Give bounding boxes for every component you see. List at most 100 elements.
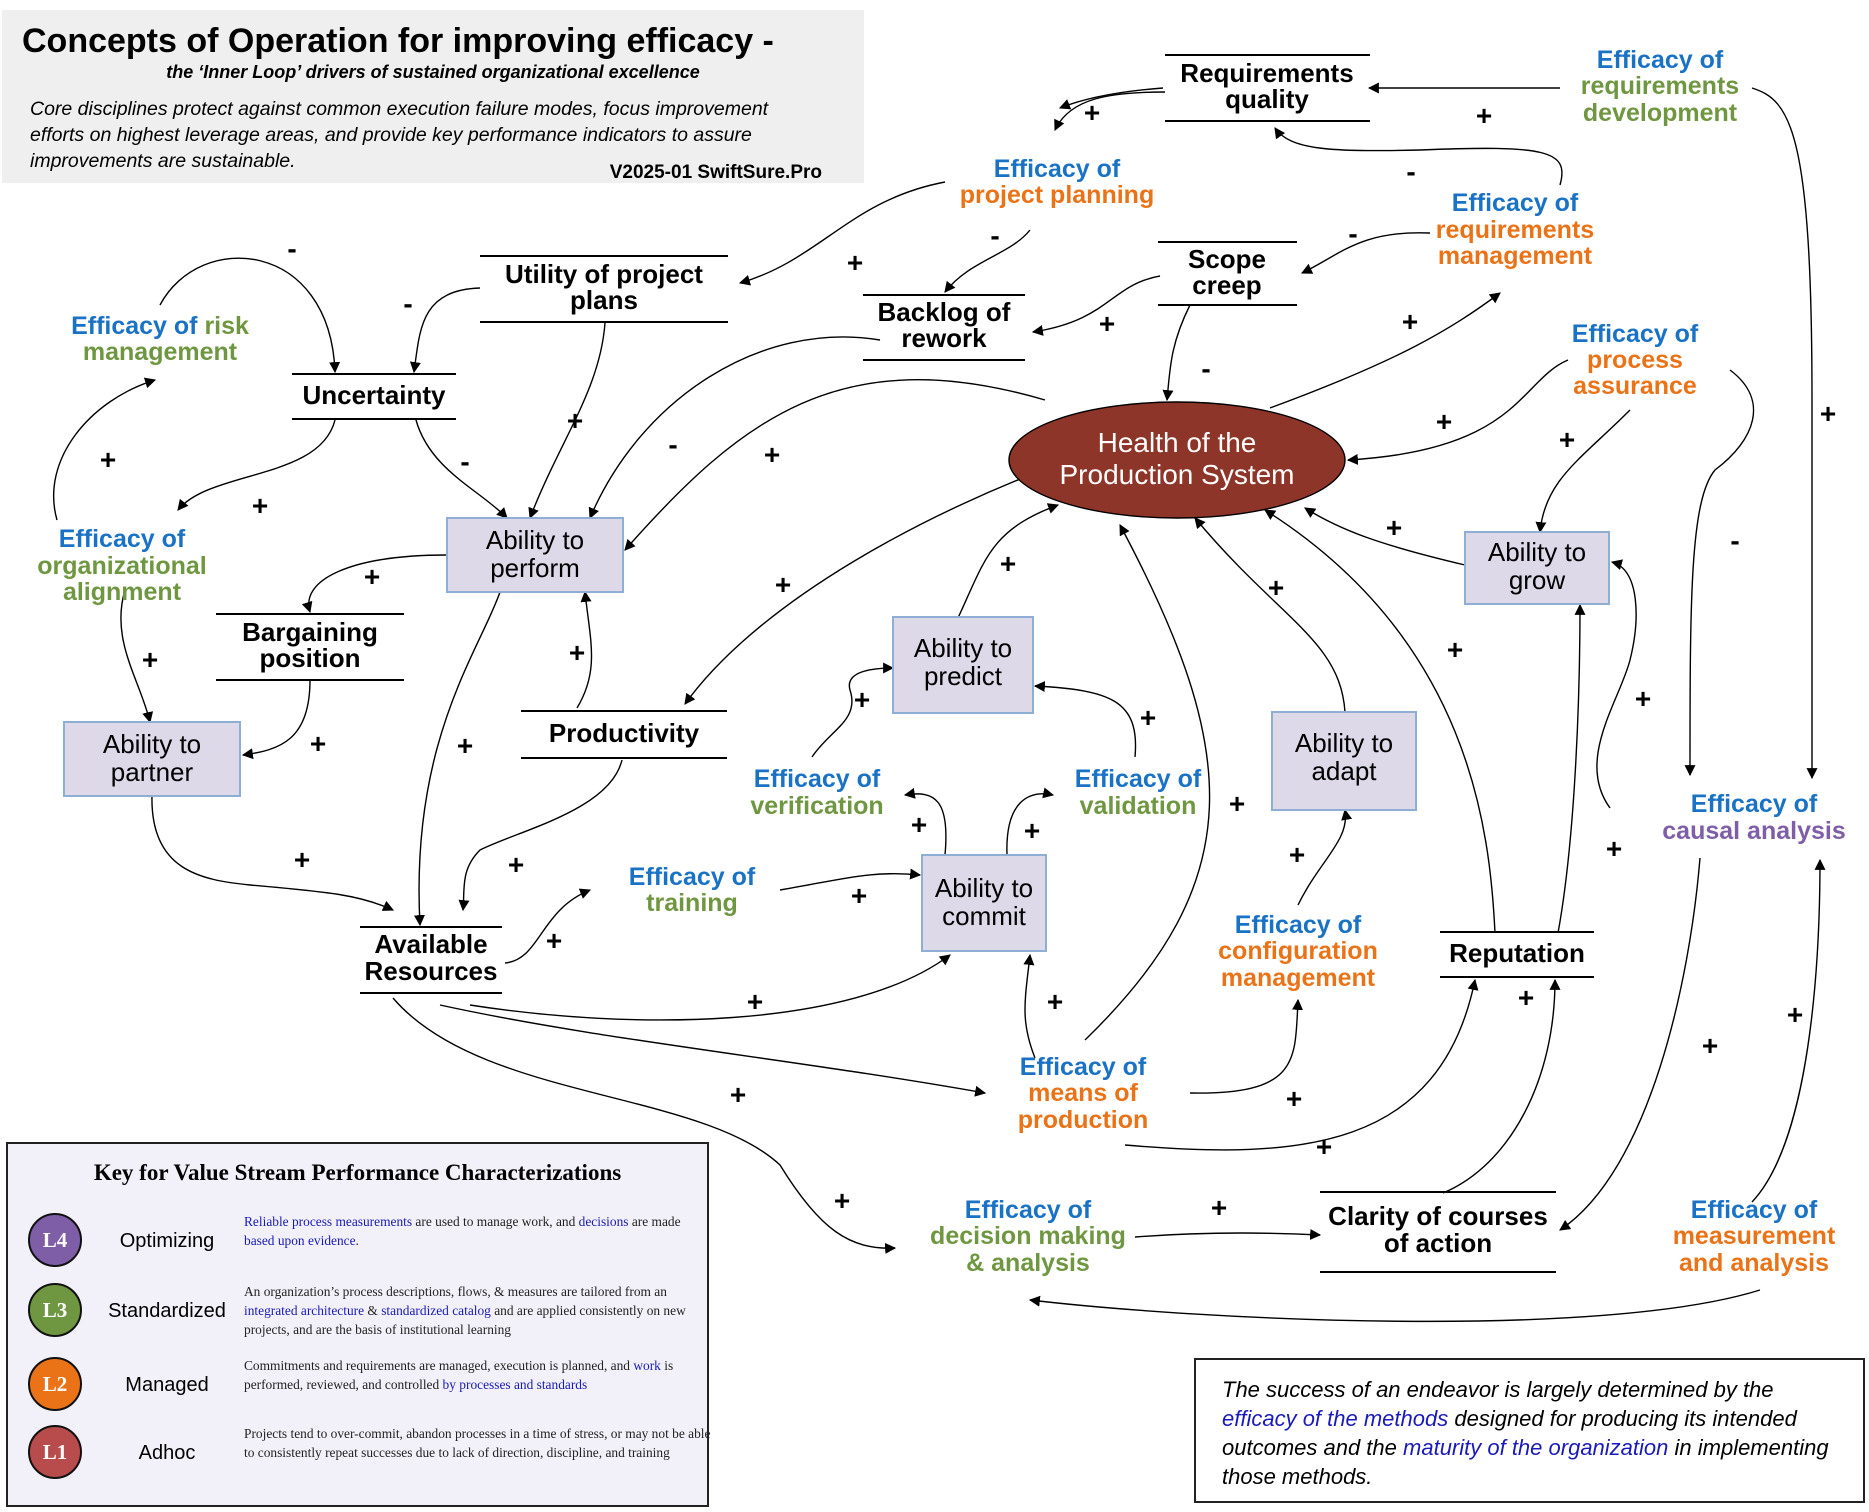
link-reputation-to-grow — [1557, 603, 1586, 934]
link-core-to-productivity — [684, 459, 1071, 705]
stock-label: quality — [1225, 84, 1309, 114]
text-run: and are applied consistently on new proj… — [244, 1303, 686, 1337]
link-reputation-to-core — [1264, 509, 1496, 934]
box-label: Ability to — [1488, 537, 1586, 567]
box-ability-to-partner: Ability to partner — [63, 721, 241, 797]
highlighted-text: based upon evidence — [244, 1233, 356, 1248]
polarity-sign: + — [764, 439, 780, 470]
polarity-sign: + — [310, 728, 326, 759]
efficacy-label: verification — [750, 792, 883, 820]
link-resources-to-commit — [469, 954, 951, 1021]
efficacy-label: Efficacy of risk — [71, 312, 249, 340]
link-scopecreep-to-core — [1162, 304, 1191, 402]
polarity-sign: - — [287, 233, 296, 264]
polarity-sign: + — [1140, 702, 1156, 733]
efficacy-measurement-analysis: Efficacy of measurement and analysis — [1673, 1196, 1836, 1277]
maturity-key: Key for Value Stream Performance Charact… — [6, 1142, 710, 1507]
efficacy-organizational-alignment: Efficacy of organizational alignment — [37, 525, 206, 606]
polarity-sign: + — [775, 569, 791, 600]
link-planning-to-backlog — [944, 229, 1031, 293]
polarity-signs: + + - - + - + - + - - + + - + + - + + + … — [100, 97, 1836, 1223]
link-scopecreep-to-backlog — [1031, 275, 1161, 336]
efficacy-project-planning: Efficacy of project planning — [960, 155, 1154, 209]
efficacy-risk-management: Efficacy of risk management — [71, 312, 249, 366]
link-resources-to-means — [439, 1004, 987, 1097]
stock-requirements-quality: Requirements quality — [1165, 54, 1370, 122]
polarity-sign: + — [1047, 986, 1063, 1017]
link-commit-to-validate — [1006, 787, 1055, 856]
causal-links — [52, 82, 1826, 1323]
stock-label: Backlog of — [878, 297, 1011, 327]
stock-label: Resources — [365, 956, 498, 986]
text-run: are made — [628, 1214, 681, 1229]
efficacy-label: and analysis — [1679, 1249, 1829, 1277]
box-label: commit — [942, 901, 1027, 931]
polarity-sign: + — [142, 644, 158, 675]
text-run: . — [355, 1233, 359, 1248]
efficacy-label: training — [646, 889, 738, 917]
efficacy-label: Efficacy of — [1597, 46, 1724, 74]
efficacy-label: Efficacy of — [1020, 1053, 1147, 1081]
key-level-l4: L4 Optimizing Reliable process measureme… — [22, 1208, 702, 1276]
stock-reputation: Reputation — [1440, 931, 1594, 978]
link-core-to-reqmgmt — [1269, 292, 1501, 409]
polarity-sign: + — [1702, 1030, 1718, 1061]
polarity-sign: + — [1635, 683, 1651, 714]
stock-label: Scope — [1188, 244, 1266, 274]
link-validate-to-predict — [1033, 681, 1137, 758]
polarity-sign: + — [252, 490, 268, 521]
highlighted-text: decisions — [578, 1214, 629, 1229]
polarity-sign: - — [403, 288, 412, 319]
stock-bargaining-position: Bargaining position — [216, 613, 404, 681]
stock-label: Uncertainty — [302, 380, 446, 410]
polarity-sign: + — [1024, 815, 1040, 846]
stock-label: of action — [1384, 1228, 1492, 1258]
key-level-l1: L1 Adhoc Projects tend to over-commit, a… — [22, 1420, 710, 1488]
efficacy-label: alignment — [63, 578, 182, 606]
level-badge: L2 — [28, 1357, 82, 1411]
polarity-sign: + — [1820, 398, 1836, 429]
text-run: is performed, reviewed, and controlled — [244, 1358, 674, 1392]
page-subtitle: the ‘Inner Loop’ drivers of sustained or… — [166, 62, 700, 82]
highlighted-text: work — [633, 1358, 661, 1373]
box-label: Ability to — [914, 633, 1012, 663]
efficacy-label: Efficacy of — [59, 525, 186, 553]
polarity-sign: + — [1436, 406, 1452, 437]
polarity-sign: + — [1787, 999, 1803, 1030]
level-name: Adhoc — [138, 1442, 196, 1464]
efficacy-verification: Efficacy of verification — [750, 765, 883, 820]
box-label: Ability to — [935, 873, 1033, 903]
efficacy-label: & analysis — [966, 1249, 1090, 1277]
level-name: Managed — [125, 1374, 209, 1396]
text-run: in implementing those methods. — [1222, 1435, 1829, 1489]
version-label: V2025-01 SwiftSure.Pro — [609, 162, 822, 183]
link-process-to-grow — [1535, 409, 1631, 534]
level-name: Optimizing — [119, 1230, 215, 1252]
stock-label: position — [259, 643, 360, 673]
description-line: improvements are sustainable. — [30, 150, 296, 172]
efficacy-training: Efficacy of training — [629, 863, 756, 917]
stock-productivity: Productivity — [521, 710, 727, 759]
link-perform-to-resources — [413, 591, 501, 927]
efficacy-configuration-management: Efficacy of configuration management — [1218, 911, 1378, 992]
text-run: An organization’s process descriptions, … — [244, 1284, 667, 1299]
level-badge: L3 — [28, 1283, 82, 1337]
highlighted-text: efficacy of the methods — [1222, 1406, 1449, 1431]
polarity-sign: + — [1518, 982, 1534, 1013]
link-config-to-adapt — [1297, 808, 1353, 906]
efficacy-label: production — [1018, 1106, 1149, 1134]
stock-available-resources: Available Resources — [360, 926, 502, 994]
link-partner-to-resources — [151, 794, 395, 911]
link-grow-to-core — [1304, 507, 1466, 566]
level-badge: L1 — [28, 1425, 82, 1479]
link-reqdev-to-causal — [1751, 87, 1818, 780]
polarity-sign: + — [747, 986, 763, 1017]
polarity-sign: - — [460, 446, 469, 477]
polarity-sign: + — [1286, 1083, 1302, 1114]
level-description: Reliable process measurements are used t… — [244, 1212, 714, 1250]
link-causal-to-clarity — [1559, 857, 1701, 1231]
polarity-sign: + — [1606, 833, 1622, 864]
polarity-sign: + — [1211, 1192, 1227, 1223]
link-productivity-to-perform — [576, 590, 593, 709]
